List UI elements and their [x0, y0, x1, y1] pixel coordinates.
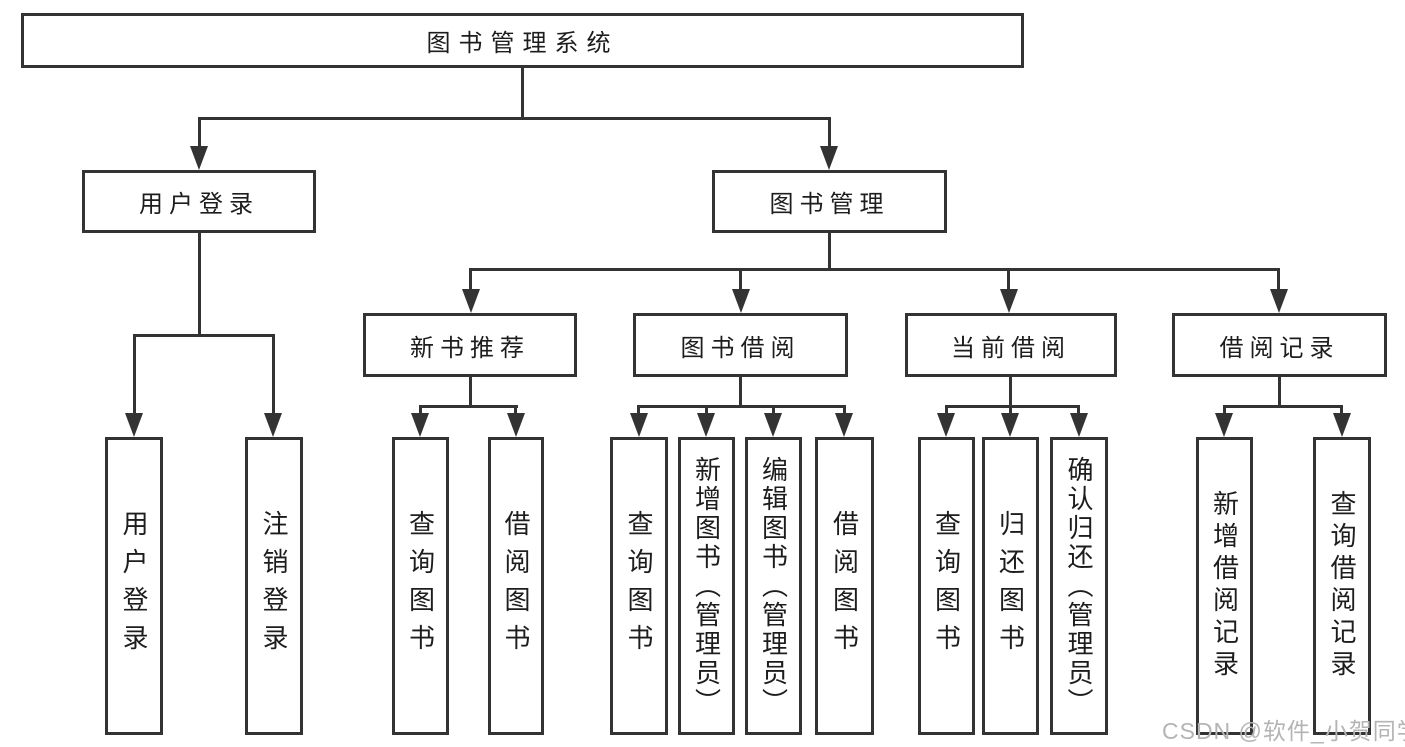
arrow-down-icon: [1001, 413, 1019, 437]
leaf-label: 注销登录: [259, 510, 289, 662]
leaf-borrow-books: 借阅图书: [815, 437, 874, 735]
node-label: 图书管理系统: [426, 30, 619, 57]
arrow-down-icon: [411, 413, 429, 437]
connector-line: [469, 377, 472, 408]
node-new-book-recommendation: 新书推荐: [363, 313, 577, 377]
node-label: 新书推荐: [410, 334, 530, 362]
connector-line: [419, 405, 422, 415]
connector-line: [198, 233, 201, 337]
node-borrowing-records: 借阅记录: [1172, 313, 1387, 377]
connector-line: [1009, 405, 1012, 415]
node-label: 用户登录: [139, 191, 259, 218]
arrow-down-icon: [264, 413, 282, 437]
connector-line: [1340, 405, 1343, 415]
node-current-borrowing: 当前借阅: [905, 313, 1117, 377]
connector-line: [1223, 405, 1343, 408]
arrow-down-icon: [937, 413, 955, 437]
node-book-management: 图书管理: [712, 170, 947, 233]
leaf-add-borrowing-record: 新增借阅记录: [1196, 437, 1253, 735]
connector-line: [1009, 377, 1012, 408]
connector-line: [637, 405, 640, 415]
connector-line: [1223, 405, 1226, 415]
arrow-down-icon: [697, 413, 715, 437]
connector-line: [198, 117, 201, 147]
arrow-down-icon: [630, 413, 648, 437]
leaf-label: 查询图书: [624, 510, 654, 662]
connector-line: [133, 334, 275, 337]
arrow-down-icon: [835, 413, 853, 437]
connector-line: [828, 233, 831, 271]
arrow-down-icon: [507, 413, 525, 437]
arrow-down-icon: [1000, 289, 1018, 313]
leaf-query-books-borrowing: 查询图书: [610, 437, 668, 735]
leaf-label: 编辑图书（管理员）: [758, 455, 789, 717]
leaf-add-books-admin: 新增图书（管理员）: [678, 437, 735, 735]
node-library-management-system: 图书管理系统: [21, 13, 1024, 68]
arrow-down-icon: [820, 146, 838, 170]
arrow-down-icon: [462, 289, 480, 313]
leaf-query-books-current: 查询图书: [918, 437, 975, 735]
leaf-label: 查询借阅记录: [1327, 490, 1357, 682]
node-label: 图书管理: [769, 191, 890, 218]
connector-line: [945, 405, 948, 415]
connector-line: [1077, 405, 1080, 415]
connector-line: [945, 405, 1080, 408]
node-user-login: 用户登录: [82, 170, 316, 233]
node-book-borrowing: 图书借阅: [633, 313, 848, 377]
connector-line: [843, 405, 846, 415]
connector-line: [272, 334, 275, 414]
csdn-watermark: CSDN @软件_小贺同学: [1162, 718, 1405, 744]
leaf-confirm-return-admin: 确认归还（管理员）: [1050, 437, 1108, 735]
node-label: 当前借阅: [951, 334, 1071, 362]
connector-line: [1278, 377, 1281, 408]
arrow-down-icon: [1070, 413, 1088, 437]
leaf-borrow-books-recommend: 借阅图书: [488, 437, 544, 735]
arrow-down-icon: [732, 289, 750, 313]
leaf-edit-books-admin: 编辑图书（管理员）: [745, 437, 802, 735]
node-label: 借阅记录: [1219, 334, 1340, 362]
leaf-label: 归还图书: [995, 510, 1026, 662]
node-label: 图书借阅: [680, 334, 801, 362]
connector-line: [521, 68, 524, 120]
arrow-down-icon: [125, 413, 143, 437]
leaf-label: 新增借阅记录: [1209, 490, 1240, 682]
connector-line: [198, 117, 831, 120]
leaf-query-books-recommend: 查询图书: [392, 437, 449, 735]
connector-line: [1277, 268, 1280, 290]
connector-line: [133, 334, 136, 414]
connector-line: [419, 405, 518, 408]
leaf-return-books: 归还图书: [982, 437, 1039, 735]
connector-line: [828, 117, 831, 147]
connector-line: [469, 268, 1279, 271]
connector-line: [1007, 268, 1010, 290]
leaf-query-borrowing-record: 查询借阅记录: [1313, 437, 1371, 735]
connector-line: [739, 268, 742, 290]
leaf-label: 用户登录: [119, 510, 149, 662]
connector-line: [469, 268, 472, 290]
arrow-down-icon: [1333, 413, 1351, 437]
arrow-down-icon: [764, 413, 782, 437]
arrow-down-icon: [1270, 289, 1288, 313]
leaf-label: 借阅图书: [501, 510, 531, 662]
leaf-label: 借阅图书: [829, 510, 860, 662]
connector-line: [637, 405, 845, 408]
leaf-label: 查询图书: [405, 510, 436, 662]
arrow-down-icon: [190, 146, 208, 170]
leaf-label: 查询图书: [931, 510, 962, 662]
connector-line: [705, 405, 708, 415]
connector-line: [514, 405, 517, 415]
leaf-logout: 注销登录: [245, 437, 303, 735]
connector-line: [772, 405, 775, 415]
leaf-user-login: 用户登录: [105, 437, 163, 735]
connector-line: [739, 377, 742, 408]
leaf-label: 确认归还（管理员）: [1064, 455, 1094, 717]
leaf-label: 新增图书（管理员）: [691, 455, 722, 717]
arrow-down-icon: [1215, 413, 1233, 437]
